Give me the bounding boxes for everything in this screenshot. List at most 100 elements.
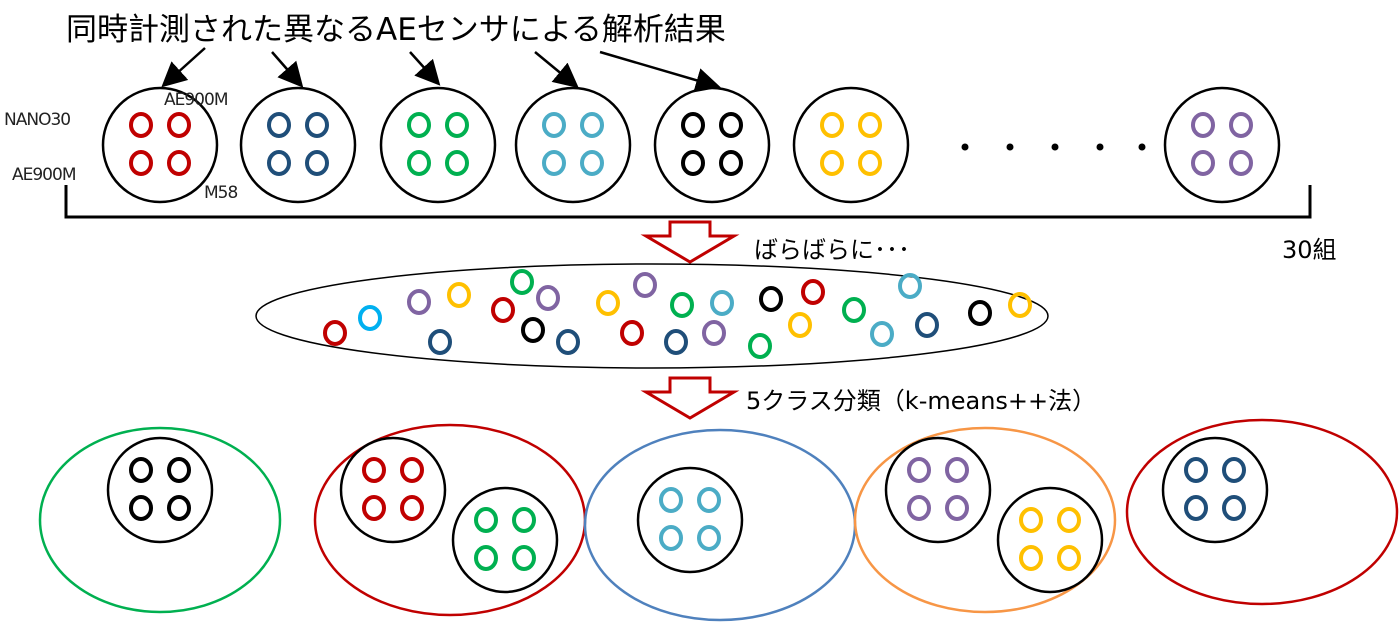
event-group-circle xyxy=(379,86,497,204)
sensor-ring xyxy=(267,150,291,176)
sensor-ring xyxy=(474,507,498,533)
event-group-circle xyxy=(884,436,992,544)
scattered-ring xyxy=(556,329,580,355)
classify-label: 5クラス分類（k-means++法） xyxy=(746,387,1097,415)
sensor-ring xyxy=(267,112,291,138)
sensor-ring xyxy=(167,150,191,176)
sensor-ring xyxy=(474,545,498,571)
sensor-ring xyxy=(820,150,844,176)
scattered-ring xyxy=(491,297,515,323)
event-group-circle xyxy=(792,86,910,204)
scattered-ring xyxy=(510,269,534,295)
sensor-ring xyxy=(129,150,153,176)
scattered-ring xyxy=(323,320,347,346)
sensor-ring xyxy=(907,495,931,521)
event-group-circle xyxy=(339,436,447,544)
sensor-ring xyxy=(400,457,424,483)
pointer-arrow xyxy=(161,47,206,88)
sensor-ring xyxy=(1184,495,1208,521)
ellipsis-dot xyxy=(1138,143,1146,151)
sensor-ring xyxy=(858,112,882,138)
sensor-ring xyxy=(580,112,604,138)
sensor-ring xyxy=(945,457,969,483)
scattered-ring xyxy=(801,279,825,305)
scattered-ring xyxy=(664,329,688,355)
scattered-ring xyxy=(670,292,694,318)
sensor-label-ae900m-bottom: AE900M xyxy=(12,165,76,185)
sensor-ring xyxy=(1184,457,1208,483)
pointer-arrow xyxy=(409,51,441,86)
sensor-ring xyxy=(1191,150,1215,176)
event-group-circle xyxy=(1163,86,1281,204)
scattered-ring xyxy=(633,272,657,298)
sensor-ring xyxy=(659,487,683,513)
sensor-ring xyxy=(400,495,424,521)
scattered-ring xyxy=(710,290,734,316)
sensor-ring xyxy=(1191,112,1215,138)
event-group-circle xyxy=(636,466,744,574)
down-arrow-icon xyxy=(640,376,740,420)
sensor-ring xyxy=(167,457,191,483)
sensor-ring xyxy=(681,112,705,138)
sensor-ring xyxy=(542,150,566,176)
sensor-ring xyxy=(820,112,844,138)
sensor-ring xyxy=(445,150,469,176)
scattered-ring xyxy=(1008,292,1032,318)
sensor-ring xyxy=(167,495,191,521)
sensor-ring xyxy=(1057,545,1081,571)
sensor-ring xyxy=(167,112,191,138)
sensor-ring xyxy=(512,507,536,533)
sensor-ring xyxy=(1019,507,1043,533)
scattered-ring xyxy=(521,317,545,343)
event-group-circle xyxy=(101,86,219,204)
sensor-ring xyxy=(445,112,469,138)
scattered-ring xyxy=(788,312,812,338)
sensor-ring xyxy=(362,457,386,483)
down-arrow-icon xyxy=(640,220,740,264)
shuffle-label: ばらばらに･･･ xyxy=(754,236,910,264)
scattered-ring xyxy=(842,297,866,323)
event-group-circle xyxy=(451,486,559,594)
event-group-circle xyxy=(106,436,214,544)
sensor-ring xyxy=(305,150,329,176)
sensor-ring xyxy=(1057,507,1081,533)
cluster-ellipse xyxy=(853,426,1117,614)
sensor-ring xyxy=(659,525,683,551)
scattered-ring xyxy=(407,289,431,315)
cluster-ellipse xyxy=(1125,418,1399,606)
scattered-ring xyxy=(748,333,772,359)
sensor-ring xyxy=(1019,545,1043,571)
sensor-ring xyxy=(1222,495,1246,521)
sensor-ring xyxy=(512,545,536,571)
scattered-ring xyxy=(447,282,471,308)
bracket-line xyxy=(64,185,1312,219)
sensor-label-m58: M58 xyxy=(204,183,238,203)
scattered-ring xyxy=(620,320,644,346)
scattered-ring xyxy=(968,300,992,326)
scattered-ring xyxy=(870,321,894,347)
sensor-ring xyxy=(1222,457,1246,483)
mixed-pool-ellipse xyxy=(255,263,1049,369)
sensor-ring xyxy=(542,112,566,138)
sensor-ring xyxy=(907,457,931,483)
scattered-ring xyxy=(596,290,620,316)
count-label: 30組 xyxy=(1282,236,1337,264)
pointer-arrow xyxy=(271,51,304,88)
diagram-title: 同時計測された異なるAEセンサによる解析結果 xyxy=(66,12,726,48)
sensor-label-nano30: NANO30 xyxy=(4,110,71,130)
scattered-ring xyxy=(428,329,452,355)
ellipsis-dot xyxy=(1051,143,1059,151)
sensor-ring xyxy=(407,150,431,176)
scattered-ring xyxy=(759,286,783,312)
sensor-ring xyxy=(719,112,743,138)
scattered-ring xyxy=(915,312,939,338)
ellipsis-dot xyxy=(1006,143,1014,151)
event-group-circle xyxy=(514,86,632,204)
sensor-ring xyxy=(129,495,153,521)
sensor-ring xyxy=(945,495,969,521)
event-group-circle xyxy=(996,486,1104,594)
sensor-ring xyxy=(858,150,882,176)
scattered-ring xyxy=(536,285,560,311)
ellipsis-dot xyxy=(961,143,969,151)
sensor-ring xyxy=(681,150,705,176)
